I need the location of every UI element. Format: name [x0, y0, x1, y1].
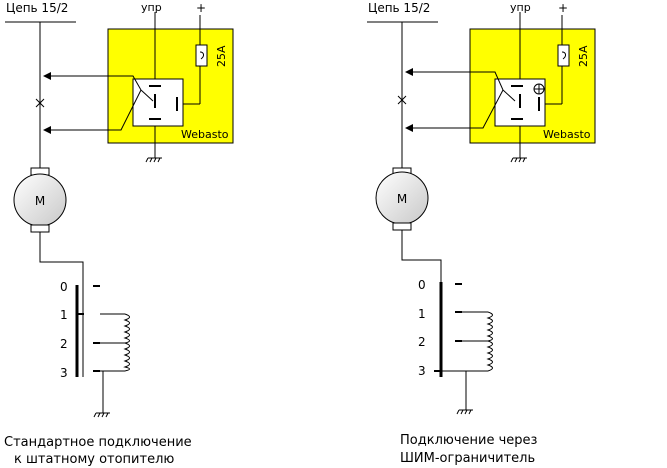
brand-label: Webasto	[181, 128, 229, 141]
control-label: упр	[510, 1, 531, 14]
resistor-coil-2	[123, 342, 130, 372]
caption-line-2: ШИМ-ограничитель	[400, 451, 535, 466]
motor-to-switch-wire	[39, 232, 84, 377]
brand-label: Webasto	[543, 128, 591, 141]
switch-position-2: 2	[60, 337, 68, 351]
control-label: упр	[141, 1, 162, 14]
relay-switch-blade	[140, 89, 154, 102]
switch-position-3: 3	[418, 364, 426, 378]
fuse-icon	[195, 44, 208, 67]
plus-label: +	[196, 1, 206, 15]
circuit-label: Цепь 15/2	[368, 1, 430, 15]
motor-terminal-bottom	[30, 224, 50, 233]
switch-position-0: 0	[60, 280, 68, 294]
fuse-label: 25A	[215, 45, 228, 67]
standard-connection-diagram: Цепь 15/2 упр + 25A M 0	[4, 1, 234, 467]
relay-output-arrow-upper	[405, 68, 504, 91]
relay-output-arrow-lower	[405, 89, 504, 132]
switch-position-0: 0	[418, 278, 426, 292]
caption-line-1: Стандартное подключение	[4, 435, 192, 450]
switch-position-1: 1	[60, 308, 68, 322]
motor-label: M	[397, 192, 407, 206]
circuit-label: Цепь 15/2	[6, 1, 68, 15]
switch-position-2: 2	[418, 335, 426, 349]
relay-switch-blade	[502, 89, 516, 102]
pwm-limiter-connection-diagram: Цепь 15/2 упр + 25A M	[367, 1, 596, 466]
fuse-icon	[557, 44, 570, 67]
motor-to-switch-wire	[401, 230, 442, 377]
caption-line-1: Подключение через	[400, 433, 538, 448]
fuse-element-icon	[199, 51, 204, 60]
motor-terminal-bottom	[392, 222, 412, 231]
fuse-element-icon	[561, 51, 566, 60]
switch-position-1: 1	[418, 307, 426, 321]
resistor-coil-1	[486, 311, 493, 342]
caption-line-2: к штатному отопителю	[14, 452, 174, 467]
switch-position-3: 3	[60, 366, 68, 380]
plus-label: +	[558, 1, 568, 15]
resistor-coil-1	[123, 313, 130, 344]
resistor-coil-2	[486, 340, 493, 372]
relay-output-arrow-lower	[43, 89, 142, 134]
motor-label: M	[35, 194, 45, 208]
relay-output-arrow-upper	[43, 72, 142, 91]
fuse-label: 25A	[577, 45, 590, 67]
